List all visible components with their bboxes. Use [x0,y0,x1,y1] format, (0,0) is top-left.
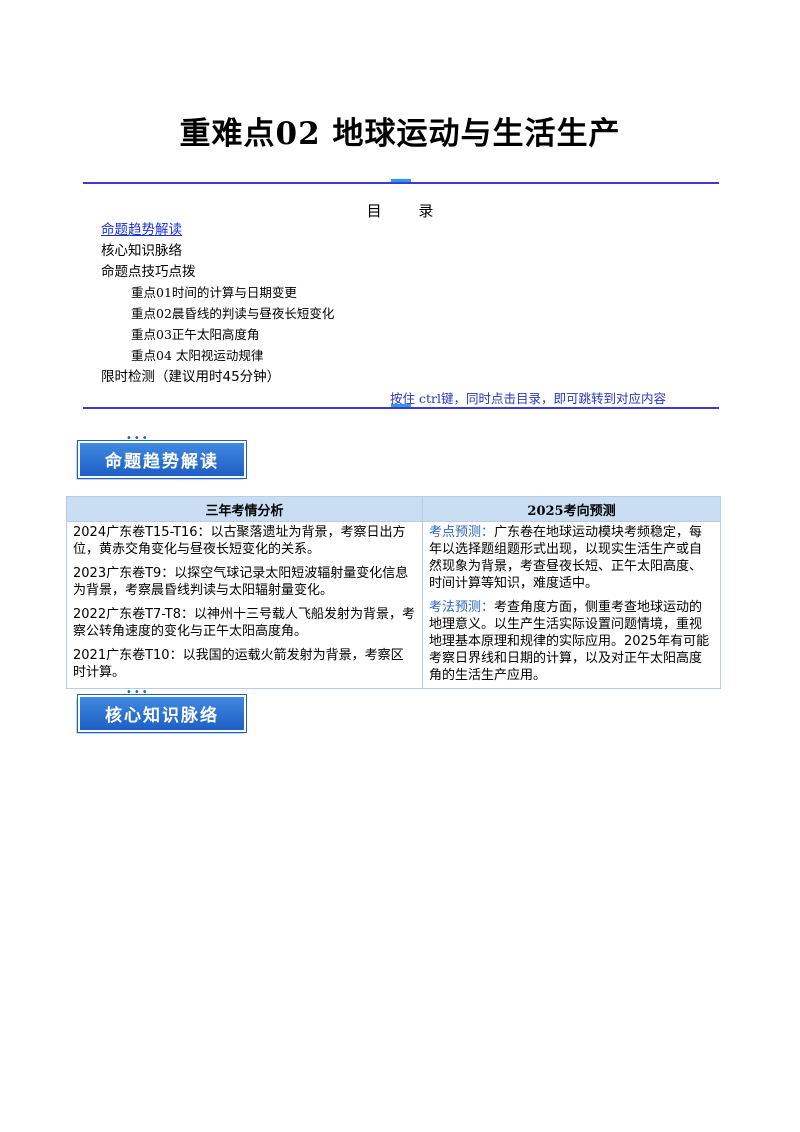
section-badge-knowledge: ••• 核心知识脉络 [76,687,246,736]
table-header-three-year: 三年考情分析 [66,496,423,522]
toc-item-knowledge[interactable]: 核心知识脉络 [101,243,182,259]
top-divider-mark [391,179,411,182]
forecast-method: 考法预测：考查角度方面，侧重考查地球运动的地理意义。以生产生活实际设置问题情境，… [429,599,714,684]
badge-dots-icon: ••• [126,687,150,698]
forecast-topic: 考点预测：广东卷在地球运动模块考频稳定，每年以选择题组题形式出现，以现实生活生产… [429,524,714,592]
section-badge-trend: ••• 命题趋势解读 [76,433,246,482]
forecast-topic-label: 考点预测： [429,525,495,540]
section-title-trend: 命题趋势解读 [78,441,246,478]
exam-item-2023: 2023广东卷T9：以探空气球记录太阳短波辐射量变化信息为背景，考察晨昏线判读与… [73,566,409,598]
section-title-knowledge: 核心知识脉络 [78,695,246,732]
toc-item-trend[interactable]: 命题趋势解读 [101,222,182,238]
exam-item-2024: 2024广东卷T15-T16：以古聚落遗址为背景，考察日出方位，黄赤交角变化与昼… [73,525,406,557]
table-cell-analysis: 2024广东卷T15-T16：以古聚落遗址为背景，考察日出方位，黄赤交角变化与昼… [66,521,423,689]
badge-dots-icon: ••• [126,433,150,444]
table-cell-forecast: 考点预测：广东卷在地球运动模块考频稳定，每年以选择题组题形式出现，以现实生活生产… [422,521,721,689]
bottom-divider-mark [391,404,411,407]
toc-hint: 按住 ctrl键，同时点击目录，即可跳转到对应内容 [390,391,666,406]
toc-item-key-04[interactable]: 重点04 太阳视运动规律 [131,348,264,363]
exam-item-2022: 2022广东卷T7-T8：以神州十三号载人飞船发射为背景，考察公转角速度的变化与… [73,607,416,639]
forecast-method-label: 考法预测： [429,600,495,615]
toc-item-key-03[interactable]: 重点03正午太阳高度角 [131,327,260,342]
table-header-forecast: 2025考向预测 [422,496,721,522]
toc-heading: 目 录 [366,202,434,220]
top-divider [83,182,719,184]
analysis-table: 三年考情分析 2025考向预测 2024广东卷T15-T16：以古聚落遗址为背景… [66,496,721,689]
forecast-method-text: 考查角度方面，侧重考查地球运动的地理意义。以生产生活实际设置问题情境，重视地理基… [429,600,710,683]
toc-item-skills[interactable]: 命题点技巧点拨 [101,264,196,280]
forecast-topic-text: 广东卷在地球运动模块考频稳定，每年以选择题组题形式出现，以现实生活生产或自然现象… [429,525,703,591]
bottom-divider [83,407,719,409]
exam-item-2021: 2021广东卷T10：以我国的运载火箭发射为背景，考察区时计算。 [73,648,404,680]
page-title: 重难点02 地球运动与生活生产 [179,116,621,152]
toc-item-key-02[interactable]: 重点02晨昏线的判读与昼夜长短变化 [131,306,335,321]
toc-item-key-01[interactable]: 重点01时间的计算与日期变更 [131,285,297,300]
toc-item-timed-test[interactable]: 限时检测（建议用时45分钟） [101,369,281,385]
